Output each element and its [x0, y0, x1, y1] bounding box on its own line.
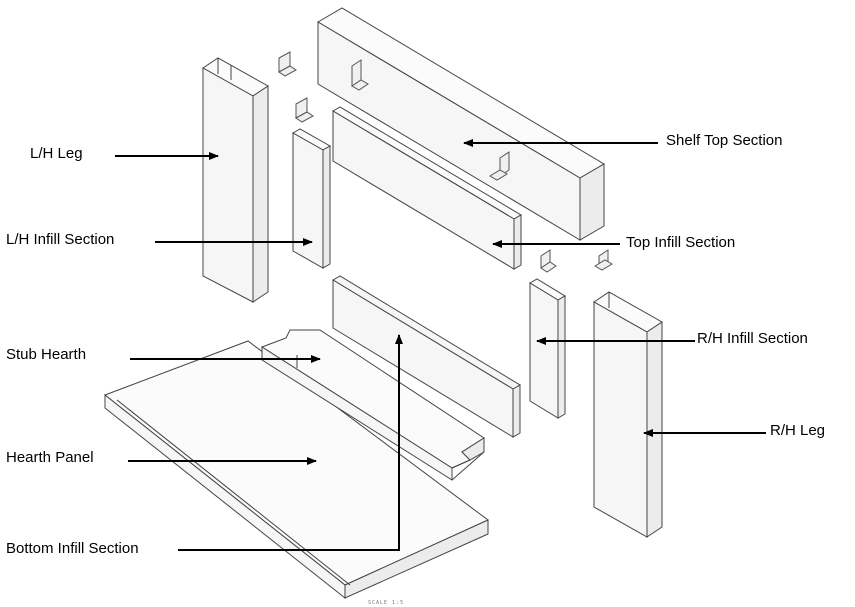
rh-infill-part — [529, 278, 566, 419]
bracket-group — [278, 51, 613, 273]
label-top-infill: Top Infill Section — [626, 234, 736, 251]
label-lh-leg: L/H Leg — [30, 145, 83, 162]
bracket-icon — [594, 249, 613, 271]
top-infill-part — [332, 106, 522, 270]
hearth-panel-part — [103, 340, 489, 600]
leader-bottom-infill — [178, 334, 403, 551]
lh-infill-part — [291, 128, 332, 269]
lh-leg-part — [202, 57, 269, 303]
label-bottom-infill: Bottom Infill Section — [6, 540, 139, 557]
stub-hearth-part — [260, 329, 485, 481]
scale-note: SCALE 1:5 — [368, 600, 405, 606]
label-rh-leg: R/H Leg — [770, 422, 826, 439]
label-rh-infill: R/H Infill Section — [697, 330, 808, 347]
bracket-icon — [540, 249, 557, 273]
bracket-icon — [295, 97, 314, 123]
label-stub-hearth: Stub Hearth — [6, 346, 87, 363]
bracket-icon — [489, 151, 510, 181]
bottom-infill-part — [332, 275, 521, 438]
rh-leg-part — [593, 291, 663, 538]
label-shelf-top: Shelf Top Section — [666, 132, 783, 149]
bracket-icon — [278, 51, 297, 77]
leader-lines — [115, 139, 766, 551]
bracket-icon — [351, 59, 369, 91]
label-lh-infill: L/H Infill Section — [6, 231, 115, 248]
label-hearth-panel: Hearth Panel — [6, 449, 94, 466]
shelf-top-part — [317, 7, 605, 241]
